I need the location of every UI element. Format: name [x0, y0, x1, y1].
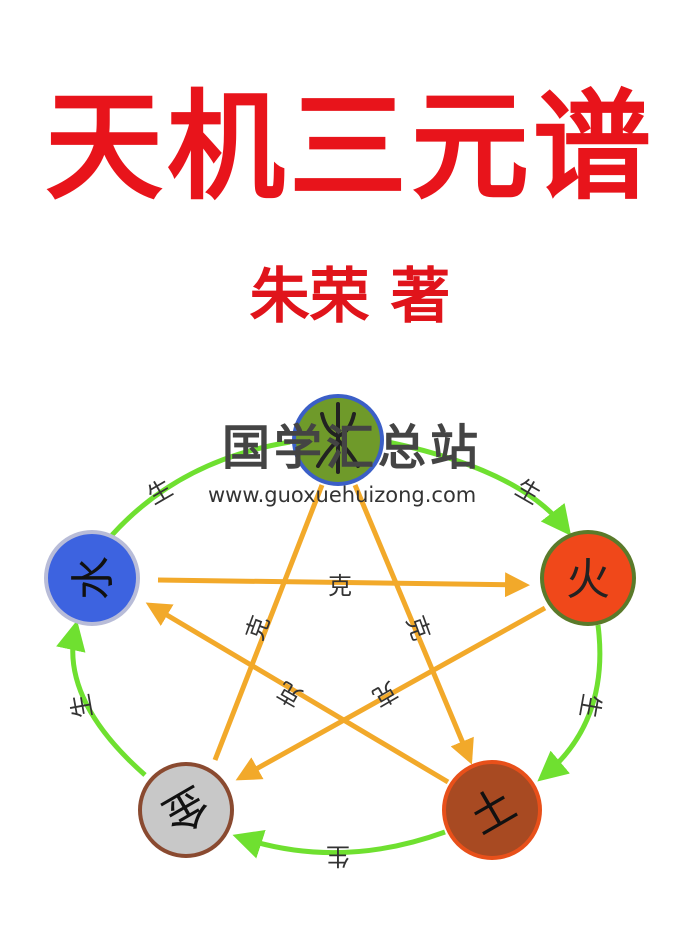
overcome-arrow-wood-earth — [352, 484, 474, 765]
element-wood — [292, 394, 384, 486]
element-earth: 土 — [442, 760, 542, 860]
watermark-url[interactable]: www.guoxuehuizong.com — [208, 483, 477, 507]
overcome-arrow-water-fire — [157, 572, 530, 598]
generate-label: 生 — [574, 692, 606, 720]
overcome-arrow-earth-water — [145, 602, 450, 785]
generate-label: 生 — [66, 692, 98, 720]
water-glyph: 水 — [68, 556, 119, 600]
generate-arrow-water-wood — [110, 439, 291, 537]
watermark-site-name: 国学汇总站 — [222, 420, 483, 476]
element-water: 水 — [44, 530, 140, 626]
wood-seal-glyph — [316, 402, 360, 474]
generate-arrow-metal-water — [56, 620, 147, 777]
element-fire: 火 — [540, 530, 636, 626]
overcome-arrow-fire-metal — [235, 605, 547, 781]
fire-glyph: 火 — [566, 554, 610, 605]
overcome-label: 克 — [401, 612, 436, 644]
generate-arrow-earth-metal — [232, 829, 446, 859]
generate-arrow-wood-fire — [387, 439, 572, 536]
element-metal: 金 — [138, 762, 234, 858]
book-title: 天机三元谱 — [44, 77, 655, 216]
overcome-arrow-metal-wood — [212, 484, 325, 761]
generate-arrow-fire-earth — [537, 624, 603, 782]
generate-label: 生 — [326, 842, 350, 870]
book-author: 朱荣 著 — [249, 262, 451, 332]
overcome-label: 克 — [328, 572, 352, 600]
